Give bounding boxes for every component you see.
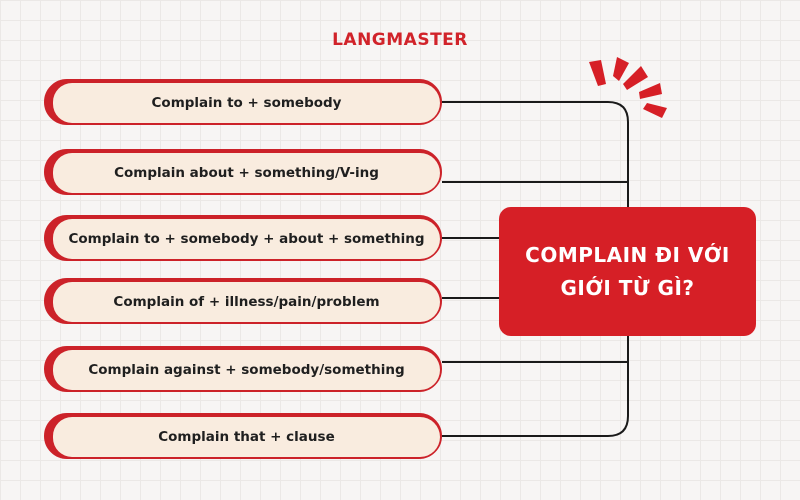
connector-line-1 [442, 101, 629, 208]
center-topic-box: COMPLAIN ĐI VỚI GIỚI TỪ GÌ? [499, 207, 756, 336]
list-item-complain-about: Complain about + something/V-ing [44, 149, 442, 195]
connector-line-6 [442, 335, 629, 437]
list-item-complain-to-somebody: Complain to + somebody [44, 79, 442, 125]
list-item-complain-that: Complain that + clause [44, 413, 442, 459]
list-item-label: Complain to + somebody [53, 83, 440, 123]
list-item-label: Complain against + somebody/something [53, 350, 440, 390]
center-title-line-2: GIỚI TỪ GÌ? [560, 275, 695, 300]
list-item-label: Complain to + somebody + about + somethi… [53, 219, 440, 259]
list-item-label: Complain about + something/V-ing [53, 153, 440, 193]
center-title-line-1: COMPLAIN ĐI VỚI [525, 242, 730, 267]
list-item-complain-to-about: Complain to + somebody + about + somethi… [44, 215, 442, 261]
list-item-complain-of: Complain of + illness/pain/problem [44, 278, 442, 324]
list-item-label: Complain of + illness/pain/problem [53, 282, 440, 322]
brand-logo: LANGMASTER [332, 30, 468, 50]
list-item-label: Complain that + clause [53, 417, 440, 457]
list-item-complain-against: Complain against + somebody/something [44, 346, 442, 392]
